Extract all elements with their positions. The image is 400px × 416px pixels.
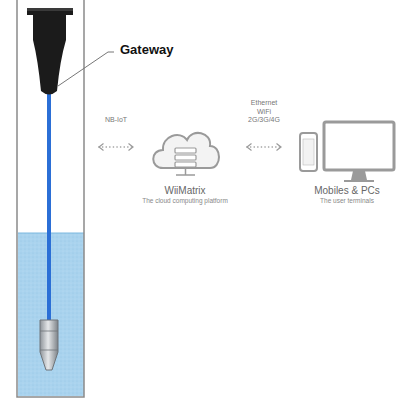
- monitor-icon: [324, 122, 394, 170]
- server-stand: [176, 174, 195, 176]
- node-title: Mobiles & PCs: [300, 184, 394, 197]
- well-pipe: [17, 0, 84, 397]
- probe-band: [40, 331, 58, 332]
- node-subtitle: The cloud computing platform: [142, 197, 228, 205]
- server-icon: [175, 162, 196, 167]
- server-icon: [175, 148, 196, 153]
- icon-node: Mobiles & PCsThe user terminals: [298, 120, 396, 205]
- dotted-link: [99, 146, 133, 148]
- node-title: WiiMatrix: [142, 184, 228, 197]
- node-subtitle: The user terminals: [300, 197, 394, 205]
- leader-line: [58, 52, 114, 86]
- link-label: Ethernet WiFi 2G/3G/4G: [245, 99, 283, 125]
- monitor-stand: [351, 171, 367, 180]
- phone-screen: [303, 139, 314, 165]
- cable: [47, 90, 51, 322]
- dotted-link: [247, 146, 281, 148]
- callout-label: Gateway: [120, 42, 173, 59]
- gateway-cap: [27, 8, 73, 11]
- device-frame: Gateway: [8, 0, 92, 400]
- probe-band: [40, 350, 58, 351]
- cloud-icon: [153, 133, 219, 168]
- server-icon: [175, 155, 196, 160]
- gateway-body: [27, 8, 73, 95]
- monitor-base: [344, 180, 374, 182]
- link-label: NB-IoT: [104, 116, 128, 125]
- server-stand: [185, 167, 187, 175]
- phone-icon: [300, 133, 317, 171]
- icon-node: WiiMatrixThe cloud computing platform: [140, 120, 230, 205]
- sensor-probe: [40, 320, 58, 370]
